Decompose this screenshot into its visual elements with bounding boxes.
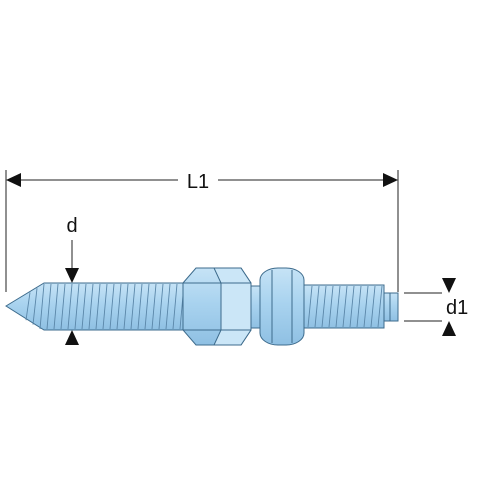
thread-line bbox=[172, 283, 178, 330]
thread-lines-right bbox=[307, 285, 383, 328]
threaded-end bbox=[303, 284, 385, 329]
arrow-left-icon bbox=[6, 173, 21, 187]
thread-line bbox=[307, 285, 313, 328]
thread-line bbox=[165, 283, 171, 330]
thread-line bbox=[335, 285, 341, 328]
thread-diameter-dimension: d bbox=[65, 215, 79, 345]
threaded-shank bbox=[5, 282, 197, 331]
thread-line bbox=[53, 283, 59, 330]
thread-line bbox=[123, 283, 129, 330]
arrow-right-icon bbox=[383, 173, 398, 187]
overall-length-dimension: L1 bbox=[5, 170, 399, 292]
thread-line bbox=[158, 283, 164, 330]
thread-line bbox=[109, 283, 115, 330]
thread-diameter-label: d bbox=[66, 215, 77, 237]
thread-line bbox=[32, 288, 38, 325]
tip-diameter-dimension: d1 bbox=[404, 278, 468, 336]
thread-line bbox=[151, 283, 157, 330]
thread-line bbox=[102, 283, 108, 330]
thread-line bbox=[81, 283, 87, 330]
arrow-up-icon bbox=[442, 321, 456, 336]
thread-line bbox=[321, 285, 327, 328]
thread-line bbox=[74, 283, 80, 330]
tip-diameter-label: d1 bbox=[446, 297, 468, 319]
thread-line bbox=[356, 285, 362, 328]
thread-line bbox=[137, 283, 143, 330]
thread-line bbox=[144, 283, 150, 330]
arrow-down-icon bbox=[65, 268, 79, 283]
thread-line bbox=[95, 283, 101, 330]
hex-nut bbox=[182, 267, 252, 346]
thread-line bbox=[46, 283, 52, 330]
thread-line bbox=[377, 285, 383, 328]
thread-line bbox=[130, 283, 136, 330]
thread-line bbox=[363, 285, 369, 328]
thread-line bbox=[39, 283, 45, 330]
overall-length-label: L1 bbox=[187, 171, 209, 193]
collar bbox=[259, 267, 305, 346]
thread-line bbox=[60, 283, 66, 330]
collar-body bbox=[259, 267, 305, 346]
thread-line bbox=[25, 292, 31, 321]
thread-line bbox=[67, 283, 73, 330]
thread-line bbox=[349, 285, 355, 328]
drive-tip bbox=[383, 292, 399, 322]
thread-line bbox=[314, 285, 320, 328]
arrow-down-icon bbox=[442, 278, 456, 293]
thread-lines-left bbox=[25, 283, 185, 330]
thread-line bbox=[328, 285, 334, 328]
thread-line bbox=[342, 285, 348, 328]
arrow-up-icon bbox=[65, 330, 79, 345]
thread-line bbox=[370, 285, 376, 328]
thread-line bbox=[88, 283, 94, 330]
thread-line bbox=[116, 283, 122, 330]
stud-screw bbox=[5, 267, 399, 346]
